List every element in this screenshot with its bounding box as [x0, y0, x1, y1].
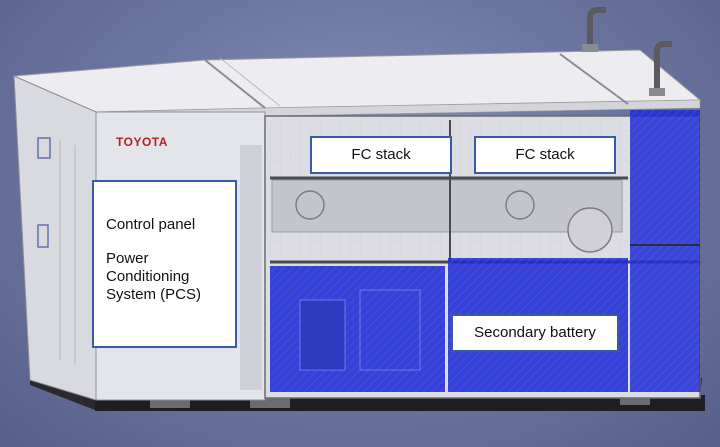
pcs-text-line-2: Conditioning — [106, 268, 190, 285]
control-panel-label: Control panel Power Conditioning System … — [92, 180, 237, 348]
fc-stack-label-right: FC stack — [474, 136, 616, 174]
enclosure-left-wall — [13, 75, 97, 401]
control-panel-text: Control panel — [106, 216, 196, 233]
secondary-battery-label: Secondary battery — [451, 314, 619, 352]
pcs-text-line-1: Power — [106, 250, 149, 267]
toyota-logo: TOYOTA — [116, 135, 168, 149]
fc-stack-label-left: FC stack — [310, 136, 452, 174]
enclosure-roof — [13, 49, 702, 121]
exhaust-pipes — [582, 7, 672, 96]
pcs-text-line-3: System (PCS) — [106, 286, 202, 303]
